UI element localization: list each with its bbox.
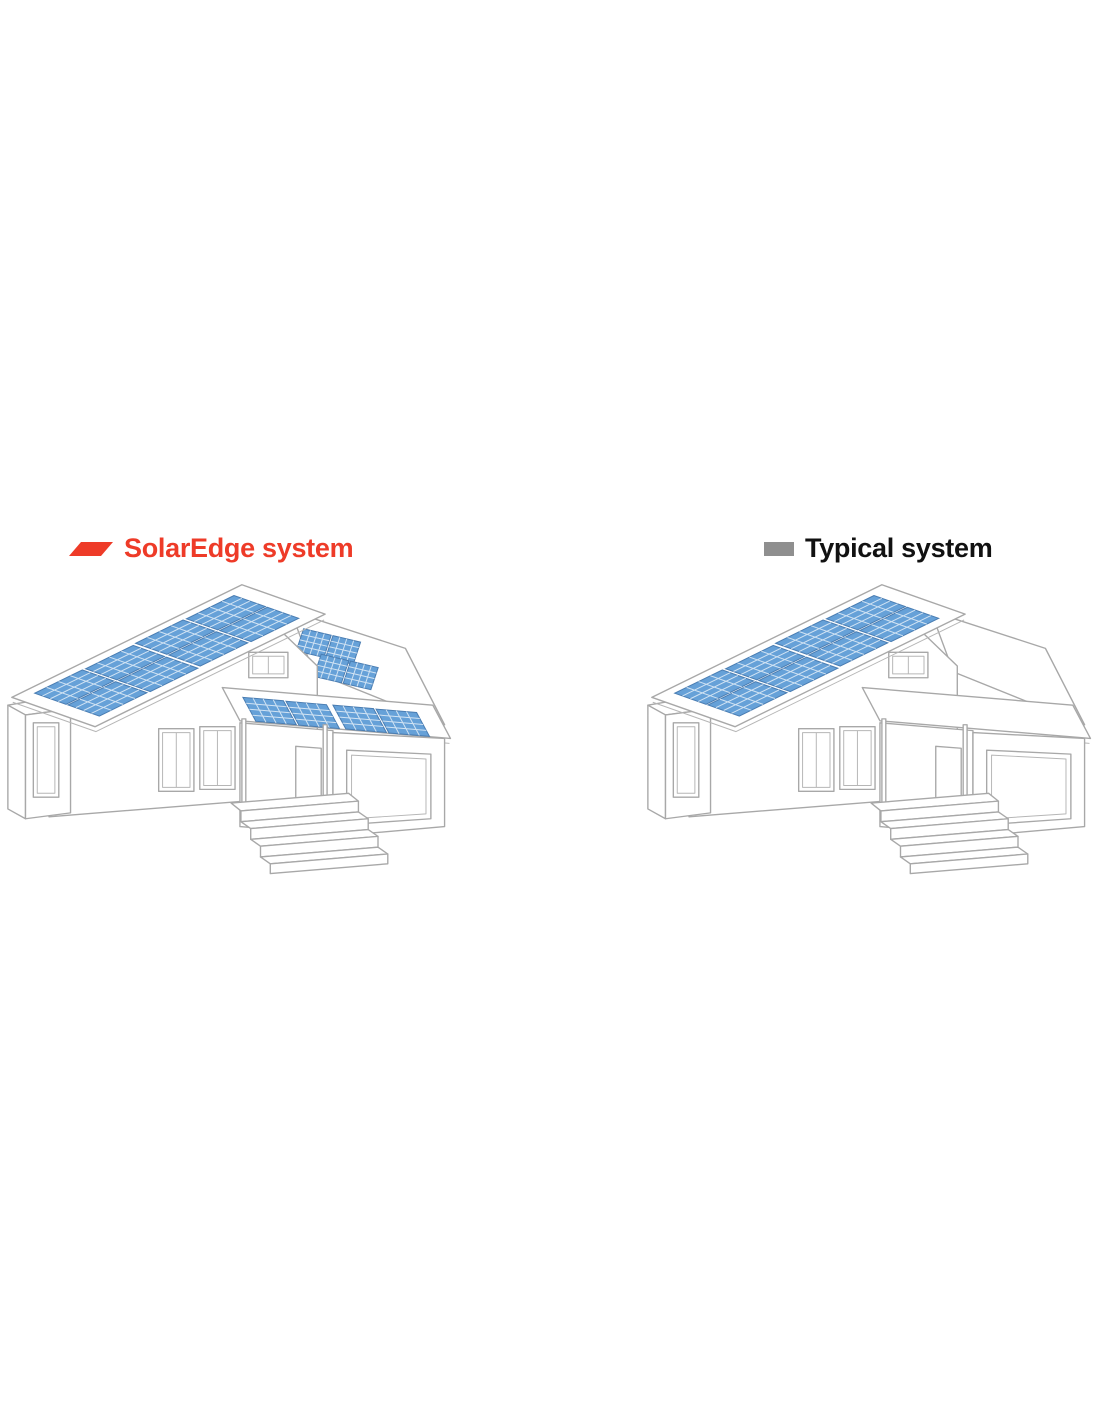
red-parallelogram-swatch <box>69 541 113 556</box>
solaredge-system-label: SolarEdge system <box>124 533 354 563</box>
typical-system-label: Typical system <box>805 533 993 563</box>
house-foreground <box>870 718 1086 875</box>
solaredge-legend: SolarEdge system <box>69 533 354 564</box>
house-foreground <box>230 718 446 875</box>
solaredge-swatch-icon <box>69 541 113 556</box>
typical-legend: Typical system <box>764 533 993 564</box>
typical-house-illustration <box>647 584 1092 875</box>
gray-rect-swatch <box>764 541 794 556</box>
typical-swatch-icon <box>764 541 794 556</box>
solaredge-house-illustration <box>7 584 452 875</box>
